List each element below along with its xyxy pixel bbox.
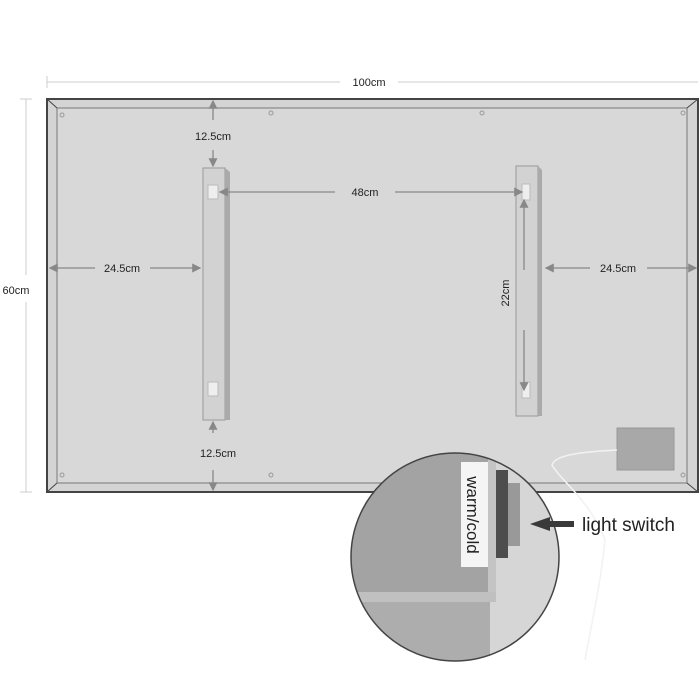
bracket-spacing-label: 48cm: [352, 187, 379, 199]
pointer-arrow-icon: [530, 517, 574, 531]
dimension-arrows: [48, 99, 698, 492]
mirror-frame: [46, 98, 699, 493]
right-mounting-bracket: [515, 165, 542, 417]
light-switch-label: light switch: [582, 515, 675, 536]
width-label: 100cm: [352, 77, 385, 89]
height-label: 60cm: [3, 285, 30, 297]
screw-holes: [59, 110, 686, 478]
left-margin-label: 24.5cm: [104, 263, 140, 275]
switch-label-tag: [461, 462, 488, 567]
switch-box: [616, 427, 675, 471]
right-margin-label: 24.5cm: [600, 263, 636, 275]
left-mounting-bracket: [202, 167, 230, 421]
width-dimension-line: [46, 76, 698, 88]
warm-cold-label: warm/cold: [463, 475, 482, 553]
bottom-margin-label: 12.5cm: [200, 448, 236, 460]
top-margin-label: 12.5cm: [195, 131, 231, 143]
hole-spacing-label: 22cm: [500, 280, 512, 307]
height-dimension-line: [20, 98, 32, 493]
switch-rocker: [496, 470, 508, 558]
power-cable: [551, 449, 618, 661]
